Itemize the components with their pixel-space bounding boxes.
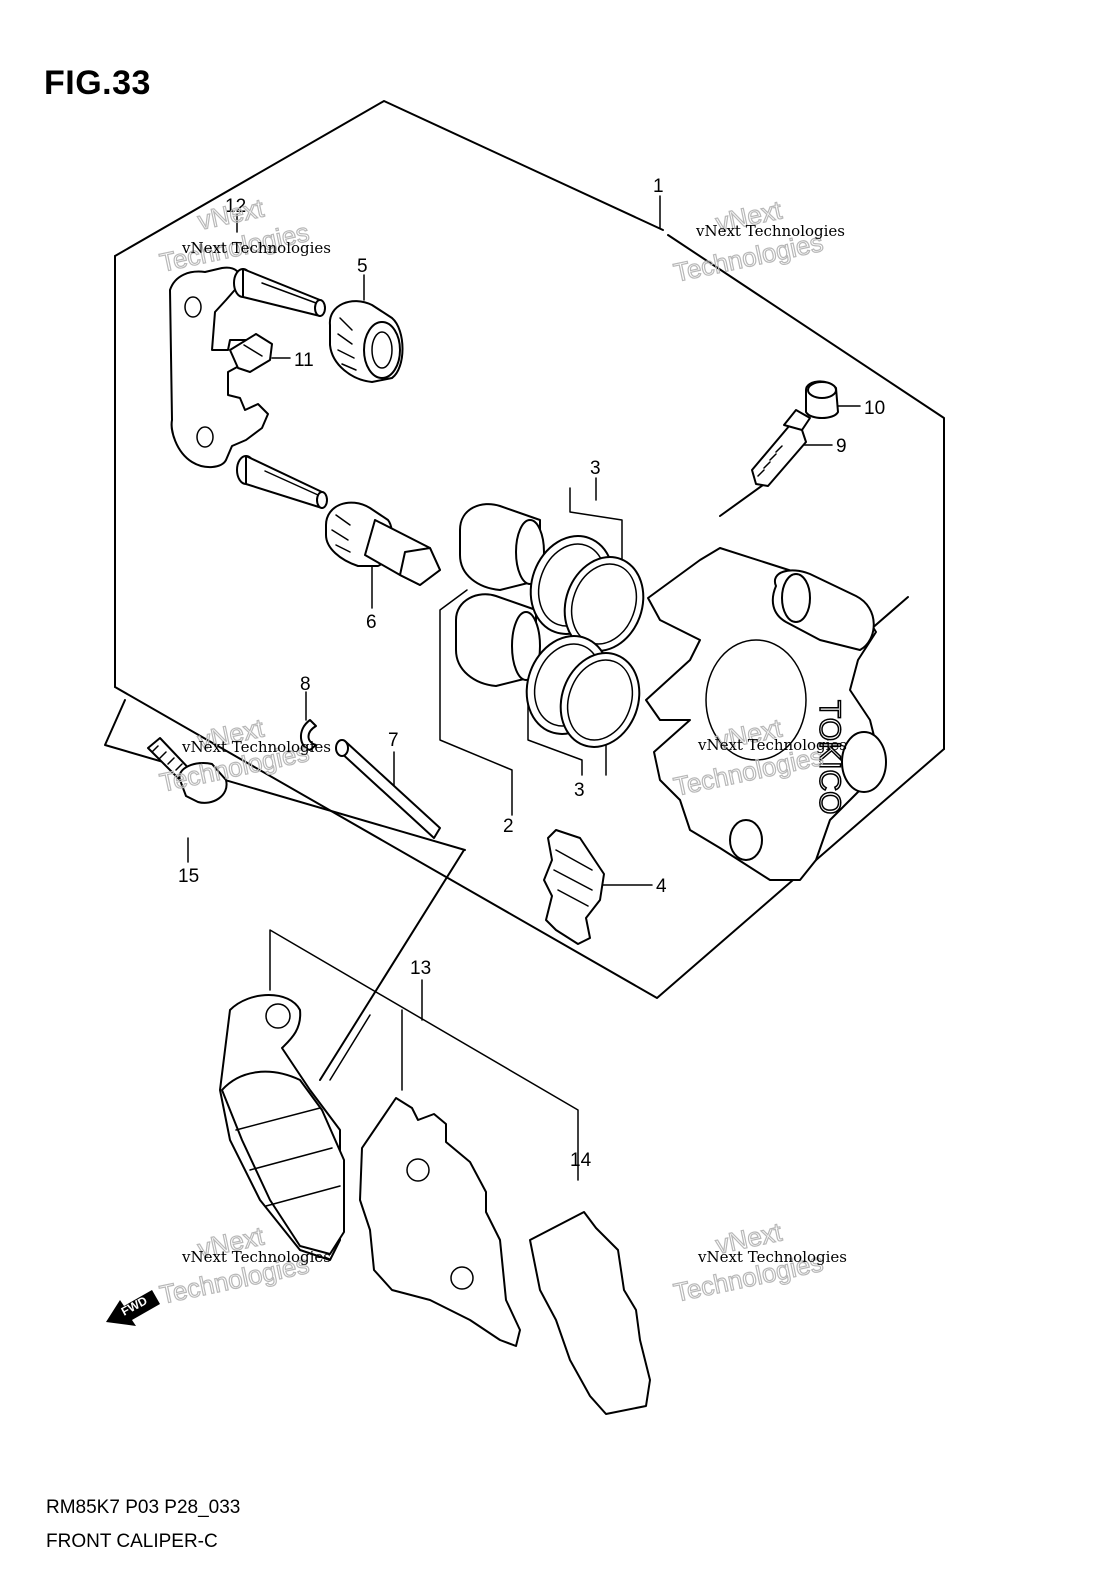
clip-8 <box>300 719 317 751</box>
figure-title: FIG.33 <box>44 64 151 102</box>
brake-pad-14 <box>529 1211 651 1415</box>
callout-8: 8 <box>300 674 311 695</box>
svg-text:vNext Technologies: vNext Technologies <box>695 222 845 240</box>
watermark-top-right: vNext Technologies vNext Technologies <box>670 194 845 289</box>
boot-6 <box>325 501 441 586</box>
watermark-top-left: vNext Technologies vNext Technologies <box>156 192 331 279</box>
caliper-body: TOKICO <box>645 547 887 881</box>
watermark-bottom-right: vNext Technologies vNext Technologies <box>670 1216 847 1309</box>
slide-pin-upper <box>233 268 326 317</box>
brake-pad-13-lining <box>221 1070 345 1255</box>
callout-7: 7 <box>388 730 399 751</box>
callout-5: 5 <box>357 256 368 277</box>
diagram-code: RM85K7 P03 P28_033 <box>46 1497 241 1518</box>
callout-1: 1 <box>653 176 664 197</box>
diagram-name: FRONT CALIPER-C <box>46 1531 218 1552</box>
piston-upper <box>459 503 545 591</box>
callout-3-lower: 3 <box>574 780 585 801</box>
callout-labels: 1 2 3 3 4 5 6 7 8 9 10 11 12 13 14 15 <box>178 176 885 1171</box>
svg-text:vNext Technologies: vNext Technologies <box>697 1248 847 1266</box>
caliper-bracket <box>169 266 269 468</box>
svg-text:vNext Technologies: vNext Technologies <box>697 736 847 754</box>
svg-text:vNext Technologies: vNext Technologies <box>181 738 331 756</box>
callout-3-upper: 3 <box>590 458 601 479</box>
callout-9: 9 <box>836 436 847 457</box>
callout-2: 2 <box>503 816 514 837</box>
pad-pin-7 <box>335 739 441 839</box>
callout-6: 6 <box>366 612 377 633</box>
boot-5 <box>328 300 404 383</box>
svg-text:vNext Technologies: vNext Technologies <box>181 1248 331 1266</box>
slide-pin-lower <box>236 455 328 509</box>
piston-lower <box>455 593 541 687</box>
leader-lines <box>187 195 861 1181</box>
watermark-mid-left: vNext Technologies vNext Technologies <box>156 712 331 799</box>
bolt-15 <box>147 737 228 804</box>
callout-12: 12 <box>225 196 246 217</box>
callout-14: 14 <box>570 1150 592 1171</box>
pad-spring-11 <box>229 333 273 373</box>
callout-11: 11 <box>294 350 314 371</box>
seals-3 <box>525 535 645 748</box>
caliper-brand-text: TOKICO <box>813 700 846 814</box>
pad-spring-4 <box>543 829 605 945</box>
bleeder-valve-9 <box>751 409 811 487</box>
bleeder-cap-10 <box>805 380 839 419</box>
callout-10: 10 <box>864 398 885 419</box>
callout-15: 15 <box>178 866 199 887</box>
brake-pad-13-shim <box>359 1097 521 1347</box>
forward-direction-arrow: FWD <box>106 1290 160 1326</box>
callout-4: 4 <box>656 876 667 897</box>
svg-text:vNext Technologies: vNext Technologies <box>181 239 331 257</box>
assembly-outline <box>104 100 945 1081</box>
callout-13: 13 <box>410 958 431 979</box>
